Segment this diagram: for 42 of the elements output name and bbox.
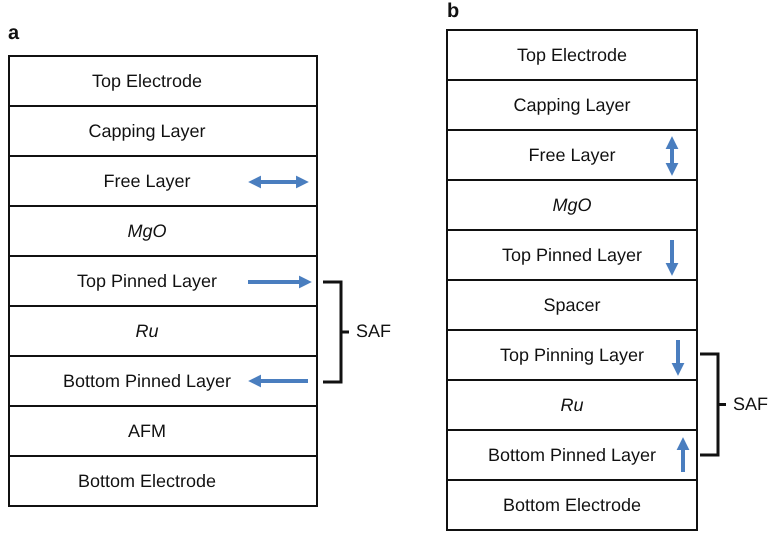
layer-box — [8, 205, 318, 257]
layer-box — [8, 305, 318, 357]
layer-box — [446, 79, 698, 131]
layer-box — [8, 355, 318, 407]
layer-label: Bottom Electrode — [502, 494, 642, 516]
layer-label: MgO — [552, 194, 592, 216]
layer-box — [446, 379, 698, 431]
layer-label: Bottom Pinned Layer — [488, 444, 656, 466]
layer-box — [8, 455, 318, 507]
layer-label: Top Pinning Layer — [500, 344, 644, 366]
layer-label: Capping Layer — [88, 120, 206, 142]
layer-label: Capping Layer — [513, 94, 631, 116]
layer-box — [446, 29, 698, 81]
layer-box — [8, 405, 318, 457]
layer-label: Free Layer — [528, 144, 616, 166]
layer-label: Top Electrode — [92, 70, 202, 92]
layer-box — [446, 229, 698, 281]
layer-label: Ru — [560, 394, 584, 416]
layer-label: Top Pinned Layer — [502, 244, 642, 266]
layer-label: Free Layer — [103, 170, 191, 192]
layer-box — [446, 479, 698, 531]
layer-box — [446, 429, 698, 481]
layer-box — [8, 105, 318, 157]
layer-label: Bottom Pinned Layer — [62, 370, 232, 392]
layer-label: Spacer — [543, 294, 601, 316]
layer-label: Ru — [135, 320, 158, 342]
group-label: SAF — [356, 321, 392, 342]
panel-label: a — [8, 22, 20, 45]
panel-label: b — [447, 0, 460, 23]
group-label: SAF — [733, 394, 768, 415]
layer-box — [446, 279, 698, 331]
layer-label: AFM — [128, 420, 166, 442]
layer-box — [446, 179, 698, 231]
layer-box — [8, 155, 318, 207]
layer-label: Top Pinned Layer — [76, 270, 218, 292]
layer-label: Bottom Electrode — [78, 470, 216, 492]
layer-box — [8, 255, 318, 307]
layer-box — [8, 55, 318, 107]
layer-label: MgO — [127, 220, 166, 242]
layer-label: Top Electrode — [516, 44, 628, 66]
layer-box — [446, 329, 698, 381]
layer-box — [446, 129, 698, 181]
